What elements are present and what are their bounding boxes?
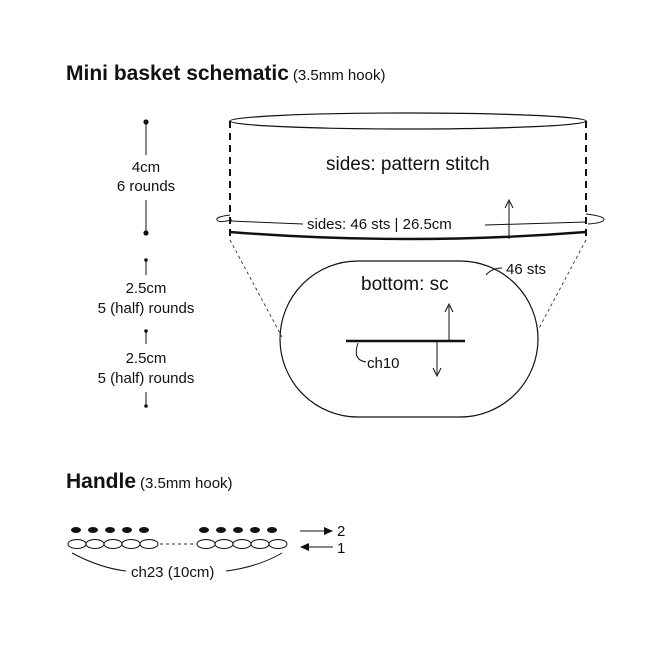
bottom-b-rounds-label: 5 (half) rounds xyxy=(98,370,195,387)
sides-rounds-label: 6 rounds xyxy=(117,178,175,195)
row-1-arrow-icon xyxy=(300,543,333,551)
handle-stitch-chart: 2 1 ch23 (10cm) xyxy=(67,523,345,581)
handle-title-group: Handle(3.5mm hook) xyxy=(66,470,233,493)
bottom-down-arrow-icon xyxy=(432,342,442,378)
bottom-up-arrow-icon xyxy=(444,302,454,340)
sides-bottom-rim xyxy=(229,230,587,241)
handle-hook-size: (3.5mm hook) xyxy=(140,475,233,492)
up-arrow-icon xyxy=(504,198,514,239)
row-2-arrow-icon xyxy=(300,527,333,535)
right-connector-line xyxy=(536,239,587,333)
row-1-label: 1 xyxy=(337,540,345,557)
sides-circumference-line xyxy=(216,214,233,222)
bottom-count-label: 46 sts xyxy=(506,261,546,278)
scale-dot-bottom xyxy=(144,404,148,408)
bottom-b-height-label: 2.5cm xyxy=(126,350,167,367)
schematic-hook-size: (3.5mm hook) xyxy=(293,67,386,84)
bottom-stitch-label: bottom: sc xyxy=(361,274,449,295)
sides-top-rim xyxy=(229,112,587,130)
measurement-scale: 4cm 6 rounds 2.5cm 5 (half) rounds 2.5cm… xyxy=(98,119,195,408)
handle-length-brace xyxy=(71,552,127,572)
handle-chain-row xyxy=(67,539,288,549)
sides-circumference-label: sides: 46 sts | 26.5cm xyxy=(307,216,452,233)
scale-dot-2 xyxy=(143,230,149,236)
bottom-a-height-label: 2.5cm xyxy=(126,280,167,297)
sides-height-label: 4cm xyxy=(132,159,160,176)
sides-stitch-label: sides: pattern stitch xyxy=(326,154,490,175)
handle-chain-label: ch23 (10cm) xyxy=(131,564,214,581)
left-connector-line xyxy=(229,239,283,338)
basket-sides: sides: pattern stitch sides: 46 sts | 26… xyxy=(216,112,605,241)
handle-title: Handle xyxy=(66,470,136,493)
schematic-title: Mini basket schematic xyxy=(66,62,289,85)
bottom-chain-label: ch10 xyxy=(367,355,400,372)
bottom-a-rounds-label: 5 (half) rounds xyxy=(98,300,195,317)
basket-bottom: bottom: sc 46 sts ch10 xyxy=(279,260,546,418)
schematic-title-group: Mini basket schematic(3.5mm hook) xyxy=(66,62,385,85)
row-2-label: 2 xyxy=(337,523,345,540)
handle-sc-row xyxy=(71,527,277,533)
bottom-oval xyxy=(279,260,539,418)
